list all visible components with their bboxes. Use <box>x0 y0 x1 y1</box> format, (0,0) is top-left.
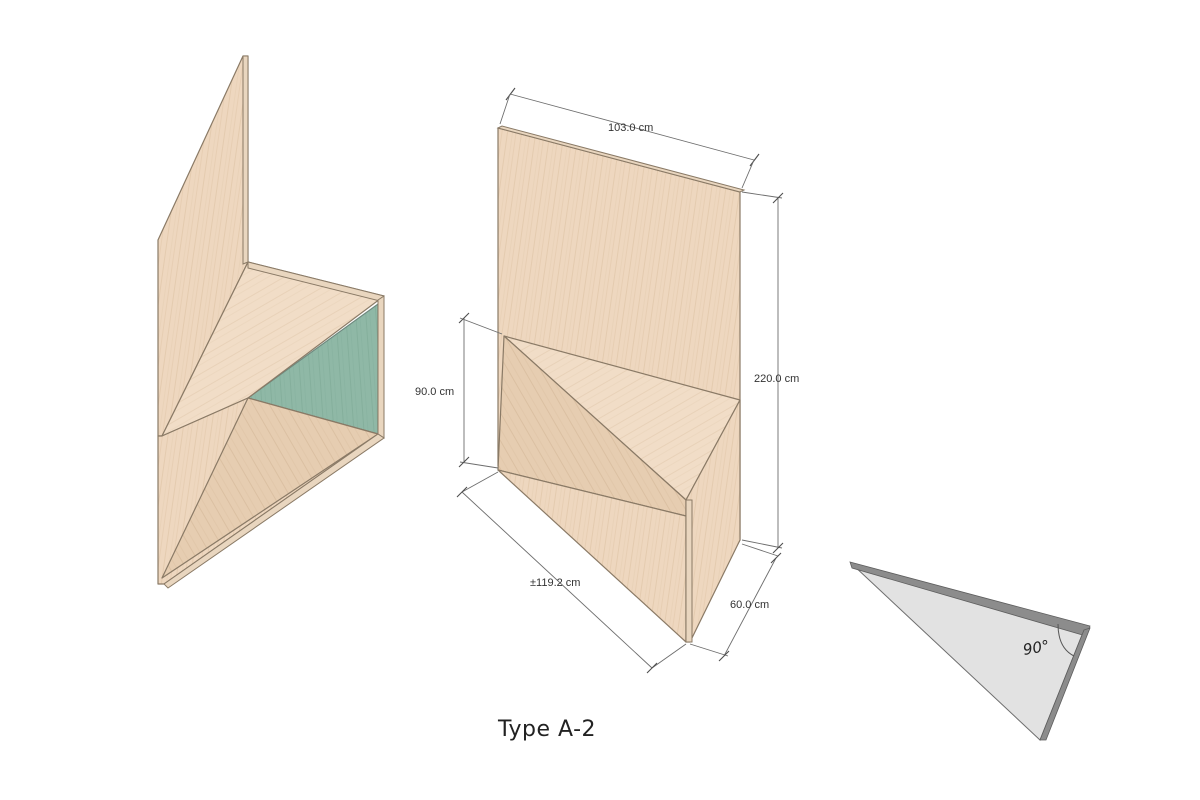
left-lower-facet <box>161 397 379 579</box>
diagram-caption: Type A-2 <box>497 717 596 742</box>
width-label: 103.0 cm <box>608 122 653 134</box>
left-right-edge <box>377 295 385 439</box>
left-bottom-edge <box>163 433 385 589</box>
right-angle-arc-icon <box>1057 623 1075 657</box>
center-back-top-edge <box>496 125 746 193</box>
dimensions: 103.0 cm 220.0 cm 90.0 cm ±119.2 cm 60.0… <box>415 87 799 674</box>
left-view <box>157 55 385 589</box>
angle-label: 90° <box>1022 637 1051 659</box>
angle-diagram: 90° <box>849 561 1091 741</box>
center-view <box>496 125 746 643</box>
depth-label: 60.0 cm <box>730 599 769 611</box>
seat-height-label: 90.0 cm <box>415 386 454 398</box>
left-back-panel-edge <box>242 55 249 265</box>
center-right-edge <box>685 499 693 643</box>
diagonal-label: ±119.2 cm <box>530 577 580 589</box>
height-label: 220.0 cm <box>754 373 799 385</box>
angle-right-edge <box>1039 627 1091 741</box>
